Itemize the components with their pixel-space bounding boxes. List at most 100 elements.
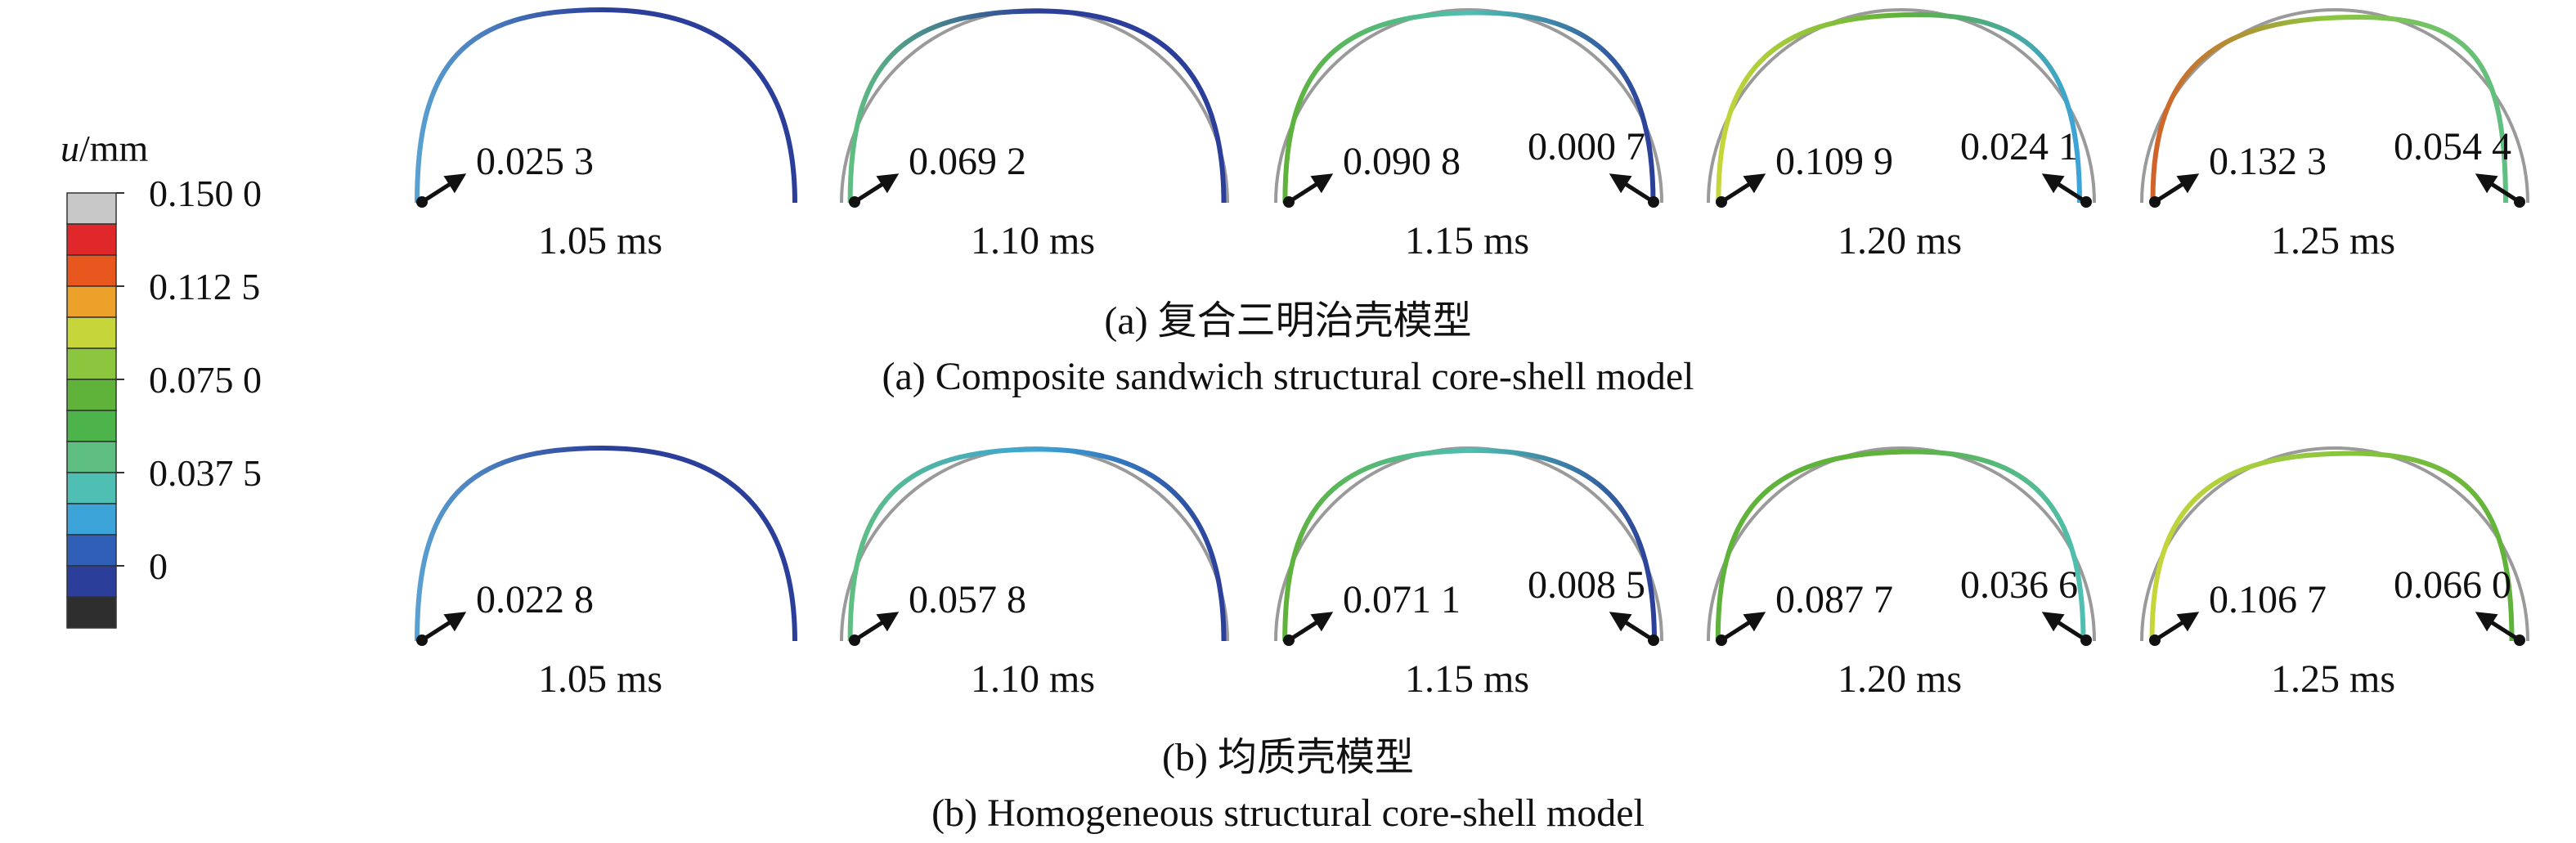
left-displacement-value: 0.022 8 (476, 578, 594, 621)
legend-swatch (66, 316, 117, 349)
right-arrow (2475, 173, 2521, 204)
legend-label: 0.075 0 (149, 359, 262, 401)
deformed-shell (2149, 451, 2515, 642)
legend-swatch (66, 348, 117, 380)
frame: 0.090 8 0.000 7 1.15 ms (1274, 8, 1663, 262)
left-arrow (420, 173, 467, 204)
undeformed-shell (1707, 8, 2096, 204)
legend-swatch (66, 596, 117, 629)
deformed-shell (2150, 14, 2508, 204)
legend-swatch (66, 285, 117, 318)
undeformed-shell (840, 8, 1229, 204)
right-arrow (2041, 612, 2088, 643)
left-displacement-value: 0.106 7 (2209, 578, 2327, 621)
time-label: 1.20 ms (1838, 657, 1962, 701)
caption-b-cn: (b) 均质壳模型 (1162, 736, 1414, 779)
undeformed-shell (1274, 8, 1663, 204)
right-displacement-value: 0.054 4 (2394, 125, 2511, 168)
color-legend: u/mm 0.150 0 0.112 5 0.075 0 0.037 5 0 (61, 128, 262, 629)
left-displacement-value: 0.025 3 (476, 140, 594, 183)
legend-swatch (66, 503, 117, 536)
right-displacement-value: 0.008 5 (1528, 563, 1645, 607)
undeformed-shell (2140, 8, 2529, 204)
legend-label: 0.150 0 (149, 173, 262, 214)
left-displacement-value: 0.071 1 (1343, 578, 1461, 621)
frame: 0.106 7 0.066 0 1.25 ms (2140, 446, 2529, 701)
time-label: 1.15 ms (1405, 219, 1529, 262)
legend-title: u/mm (61, 128, 149, 169)
legend-swatch (66, 472, 117, 504)
caption-b-en: (b) Homogeneous structural core-shell mo… (931, 791, 1645, 835)
legend-swatch (66, 223, 117, 256)
legend-label: 0 (149, 545, 168, 587)
frame: 0.087 7 0.036 6 1.20 ms (1707, 446, 2096, 701)
deformed-shell (1282, 447, 1657, 642)
time-label: 1.15 ms (1405, 657, 1529, 701)
legend-label: 0.112 5 (149, 266, 260, 307)
legend-label: 0.037 5 (149, 452, 262, 494)
time-label: 1.20 ms (1838, 219, 1962, 262)
right-arrow (1609, 173, 1655, 204)
right-arrow (1609, 612, 1655, 643)
frame: 0.109 9 0.024 1 1.20 ms (1707, 8, 2096, 262)
caption-a-cn: (a) 复合三明治壳模型 (1104, 299, 1471, 343)
frame: 0.022 8 1.05 ms (415, 445, 797, 701)
right-displacement-value: 0.024 1 (1960, 125, 2078, 168)
left-arrow (420, 612, 467, 643)
deformed-shell (1282, 10, 1656, 204)
legend-swatch (66, 192, 117, 225)
time-label: 1.05 ms (538, 219, 662, 262)
deformed-shell (1715, 449, 2086, 642)
frame: 0.025 3 1.05 ms (415, 7, 797, 262)
legend-labels: 0.150 0 0.112 5 0.075 0 0.037 5 0 (116, 173, 262, 587)
frame: 0.069 2 1.10 ms (840, 8, 1229, 262)
time-label: 1.10 ms (971, 219, 1095, 262)
frame: 0.057 8 1.10 ms (840, 446, 1229, 701)
legend-swatches (66, 192, 117, 629)
legend-swatch (66, 441, 117, 473)
deformed-shell (415, 7, 797, 204)
panels: 0.025 3 1.05 ms 0.069 2 1.10 ms 0.090 8 0.000… (415, 7, 2529, 701)
left-displacement-value: 0.090 8 (1343, 140, 1461, 183)
panel-b: 0.022 8 1.05 ms 0.057 8 1.10 ms 0.071 1 0.008… (415, 445, 2529, 701)
caption-a-en: (a) Composite sandwich structural core-s… (882, 355, 1694, 398)
legend-swatch (66, 379, 117, 411)
left-displacement-value: 0.109 9 (1775, 140, 1893, 183)
legend-swatch (66, 410, 117, 442)
right-displacement-value: 0.000 7 (1528, 125, 1645, 168)
right-arrow (2475, 612, 2521, 643)
undeformed-shell (1707, 446, 2096, 642)
undeformed-shell (2140, 446, 2529, 642)
left-arrow (2153, 173, 2200, 204)
time-label: 1.10 ms (971, 657, 1095, 701)
left-arrow (1287, 173, 1334, 204)
undeformed-shell (1274, 446, 1663, 642)
left-displacement-value: 0.069 2 (909, 140, 1026, 183)
left-arrow (1720, 612, 1766, 643)
panel-a: 0.025 3 1.05 ms 0.069 2 1.10 ms 0.090 8 0.000… (415, 7, 2529, 262)
left-arrow (1287, 612, 1334, 643)
left-displacement-value: 0.132 3 (2209, 140, 2327, 183)
undeformed-shell (840, 446, 1229, 642)
right-displacement-value: 0.036 6 (1960, 563, 2078, 607)
right-arrow (2041, 173, 2088, 204)
deformed-shell (847, 8, 1227, 204)
left-displacement-value: 0.087 7 (1775, 578, 1893, 621)
legend-swatch (66, 534, 117, 567)
frame: 0.071 1 0.008 5 1.15 ms (1274, 446, 1663, 701)
time-label: 1.25 ms (2271, 657, 2395, 701)
left-displacement-value: 0.057 8 (909, 578, 1026, 621)
legend-swatch (66, 565, 117, 598)
deformed-shell (415, 445, 797, 642)
right-displacement-value: 0.066 0 (2394, 563, 2511, 607)
deformed-shell (1716, 11, 2082, 204)
left-arrow (2153, 612, 2200, 643)
left-arrow (853, 173, 900, 204)
left-arrow (853, 612, 900, 643)
deformed-shell (847, 446, 1227, 642)
left-arrow (1720, 173, 1766, 204)
legend-swatch (66, 254, 117, 287)
time-label: 1.05 ms (538, 657, 662, 701)
